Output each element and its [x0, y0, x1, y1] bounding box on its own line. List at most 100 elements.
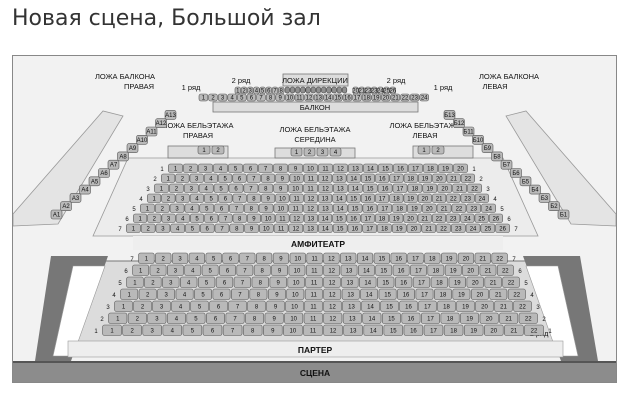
balcony-row1-seat[interactable]: 9 [275, 93, 285, 102]
parterre-seat[interactable]: 10 [283, 324, 303, 336]
amphitheatre-seat[interactable]: 23 [466, 203, 482, 213]
balcony-row1-seat[interactable]: 16 [342, 93, 353, 102]
amphitheatre-seat[interactable]: 8 [261, 173, 276, 183]
parterre-seat[interactable]: 9 [267, 288, 286, 300]
parterre-seat[interactable]: 5 [205, 252, 222, 264]
amphitheatre-seat[interactable]: 5 [218, 173, 233, 183]
amphitheatre-seat[interactable]: 6 [243, 163, 258, 173]
direction-seat[interactable] [289, 86, 296, 94]
amphitheatre-seat[interactable]: 9 [246, 213, 261, 223]
balcony-row2-seat[interactable]: 25 [383, 86, 391, 95]
parterre-seat[interactable]: 6 [215, 276, 234, 288]
parterre-seat[interactable]: 12 [323, 300, 342, 312]
parterre-seat[interactable]: 11 [305, 264, 323, 276]
amphitheatre-seat[interactable]: 19 [422, 183, 438, 193]
beletage-right-seat[interactable]: 2 [211, 145, 225, 155]
parterre-seat[interactable]: 7 [236, 264, 254, 276]
parterre-seat[interactable]: 22 [496, 264, 514, 276]
amphitheatre-seat[interactable]: 5 [213, 183, 229, 193]
amphitheatre-seat[interactable]: 16 [360, 193, 375, 203]
amphitheatre-seat[interactable]: 14 [332, 193, 347, 203]
parterre-seat[interactable]: 15 [377, 276, 395, 288]
amphitheatre-seat[interactable]: 20 [421, 203, 437, 213]
balcony-row1-seat[interactable]: 14 [323, 93, 333, 102]
amphitheatre-seat[interactable]: 11 [289, 193, 304, 203]
amphitheatre-seat[interactable]: 12 [303, 203, 318, 213]
amphitheatre-seat[interactable]: 17 [375, 193, 390, 203]
amphitheatre-seat[interactable]: 8 [246, 193, 261, 203]
amphitheatre-seat[interactable]: 22 [460, 173, 475, 183]
parterre-seat[interactable]: 16 [394, 276, 413, 288]
amphitheatre-seat[interactable]: 18 [375, 213, 390, 223]
side-seat-left[interactable]: Б12 [453, 118, 465, 129]
side-seat-left[interactable]: Б6 [510, 168, 522, 178]
side-seat-right[interactable]: A4 [79, 184, 91, 195]
amphitheatre-seat[interactable]: 7 [243, 183, 259, 193]
balcony-row1-seat[interactable]: 13 [313, 93, 324, 102]
amphitheatre-seat[interactable]: 15 [332, 213, 347, 223]
amphitheatre-seat[interactable]: 4 [203, 173, 218, 183]
parterre-seat[interactable]: 7 [231, 288, 249, 300]
side-seat-right[interactable]: A3 [69, 193, 82, 203]
parterre-seat[interactable]: 5 [186, 312, 206, 324]
parterre-seat[interactable]: 3 [157, 288, 176, 300]
balcony-row1-seat[interactable]: 24 [419, 93, 429, 102]
parterre-seat[interactable]: 18 [440, 312, 460, 324]
amphitheatre-seat[interactable]: 16 [375, 173, 390, 183]
parterre-seat[interactable]: 1 [138, 252, 155, 264]
side-seat-right[interactable]: A1 [50, 209, 63, 220]
parterre-seat[interactable]: 20 [479, 312, 499, 324]
balcony-row1-seat[interactable]: 22 [400, 93, 410, 102]
balcony-row2-seat[interactable]: 21 [358, 86, 366, 95]
amphitheatre-seat[interactable]: 4 [184, 203, 200, 213]
amphitheatre-seat[interactable]: 25 [474, 213, 489, 223]
amphitheatre-seat[interactable]: 5 [185, 223, 200, 233]
balcony-row2-seat[interactable]: 1 [234, 86, 241, 95]
direction-seat[interactable] [284, 86, 290, 94]
amphitheatre-seat[interactable]: 9 [244, 223, 259, 233]
parterre-seat[interactable]: 10 [284, 312, 304, 324]
amphitheatre-seat[interactable]: 10 [288, 183, 303, 193]
amphitheatre-seat[interactable]: 5 [190, 213, 205, 223]
amphitheatre-seat[interactable]: 24 [460, 213, 475, 223]
balcony-row1-seat[interactable]: 23 [409, 93, 420, 102]
amphitheatre-seat[interactable]: 20 [406, 223, 422, 233]
parterre-seat[interactable]: 2 [155, 252, 172, 264]
balcony-row1-seat[interactable]: 7 [256, 93, 266, 102]
parterre-seat[interactable]: 11 [306, 252, 323, 264]
beletage-middle-seat[interactable]: 3 [316, 147, 329, 157]
parterre-seat[interactable]: 8 [247, 300, 266, 312]
balcony-row1-seat[interactable]: 3 [217, 93, 228, 102]
parterre-seat[interactable]: 3 [147, 312, 167, 324]
amphitheatre-seat[interactable]: 7 [229, 203, 244, 213]
parterre-seat[interactable]: 3 [152, 300, 171, 312]
parterre-seat[interactable]: 12 [323, 264, 341, 276]
amphitheatre-seat[interactable]: 17 [408, 163, 423, 173]
amphitheatre-seat[interactable]: 2 [140, 223, 156, 233]
balcony-row1-seat[interactable]: 19 [371, 93, 381, 102]
balcony-row1-seat[interactable]: 20 [381, 93, 391, 102]
parterre-seat[interactable]: 13 [342, 312, 362, 324]
side-seat-left[interactable]: Б9 [481, 143, 494, 153]
amphitheatre-seat[interactable]: 18 [407, 183, 423, 193]
parterre-seat[interactable]: 8 [253, 264, 271, 276]
balcony-row2-seat[interactable]: 2 [240, 86, 248, 95]
parterre-seat[interactable]: 20 [466, 276, 484, 288]
parterre-seat[interactable]: 7 [222, 324, 243, 336]
amphitheatre-seat[interactable]: 11 [273, 223, 289, 233]
parterre-seat[interactable]: 19 [463, 324, 484, 336]
balcony-row2-seat[interactable]: 23 [371, 86, 378, 95]
parterre-seat[interactable]: 13 [340, 264, 358, 276]
balcony-row2-seat[interactable]: 26 [389, 86, 397, 95]
amphitheatre-seat[interactable]: 18 [389, 193, 404, 203]
side-seat-right[interactable]: A10 [136, 135, 148, 145]
parterre-seat[interactable]: 3 [162, 276, 180, 288]
amphitheatre-seat[interactable]: 12 [318, 183, 333, 193]
side-seat-left[interactable]: Б1 [557, 209, 570, 220]
amphitheatre-seat[interactable]: 25 [480, 223, 496, 233]
parterre-seat[interactable]: 16 [392, 264, 410, 276]
amphitheatre-seat[interactable]: 19 [407, 203, 422, 213]
amphitheatre-seat[interactable]: 16 [346, 213, 361, 223]
amphitheatre-seat[interactable]: 14 [346, 173, 361, 183]
amphitheatre-seat[interactable]: 4 [175, 213, 190, 223]
